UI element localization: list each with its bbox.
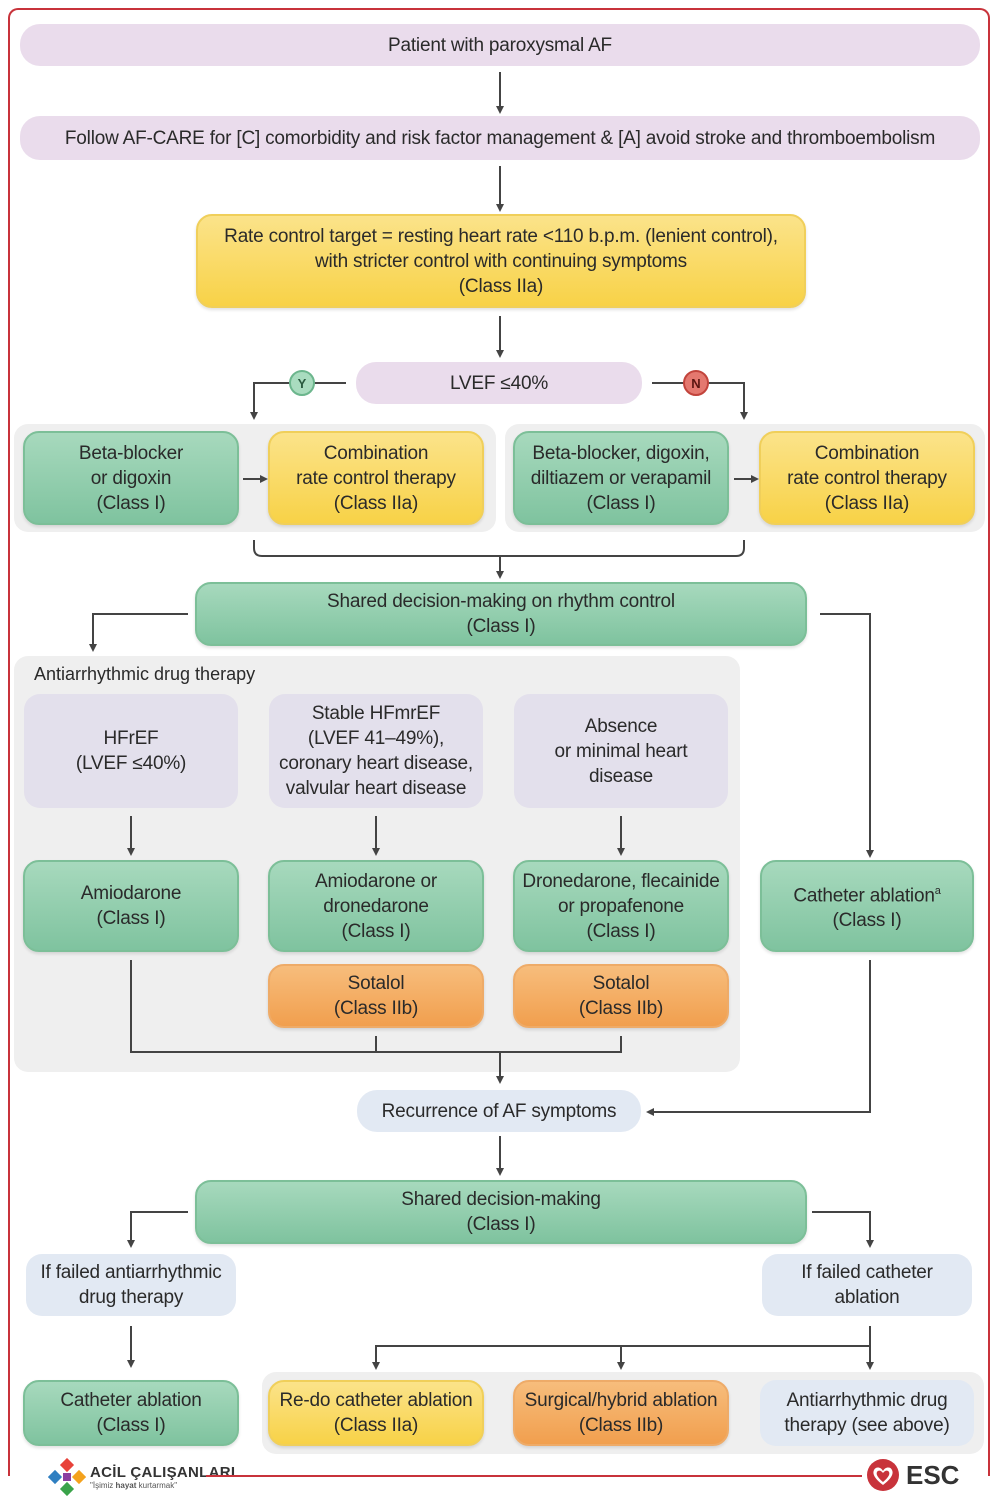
sotalol-right-box: Sotalol (Class IIb) <box>513 964 729 1028</box>
catheter-ablation-box: Catheter ablationa (Class I) <box>760 860 974 952</box>
dronedarone-flecainide-box: Dronedarone, flecainide or propafenone (… <box>513 860 729 952</box>
bottom-catheter-ablation-box: Catheter ablation (Class I) <box>23 1380 239 1446</box>
esc-logo: ESC <box>866 1458 959 1492</box>
redo-ablation-label: Re-do catheter ablation (Class IIa) <box>279 1390 473 1436</box>
acil-logo-text: ACİL ÇALIŞANLARI <box>90 1464 236 1481</box>
follow-af-care-box: Follow AF-CARE for [C] comorbidity and r… <box>20 116 980 160</box>
aad-see-above-box: Antiarrhythmic drug therapy (see above) <box>760 1380 974 1446</box>
hfmref-label: Stable HFmrEF (LVEF 41–49%), coronary he… <box>279 703 473 799</box>
esc-heart-icon <box>867 1459 899 1491</box>
shared-decision-label: Shared decision-making (Class I) <box>401 1189 601 1235</box>
patient-box: Patient with paroxysmal AF <box>20 24 980 66</box>
failed-ablation-label: If failed catheter ablation <box>801 1262 933 1308</box>
aad-see-above-label: Antiarrhythmic drug therapy (see above) <box>784 1390 950 1436</box>
catheter-ablation-label: Catheter ablation <box>793 885 935 907</box>
amiodarone-label: Amiodarone (Class I) <box>80 883 182 929</box>
recurrence-box: Recurrence of AF symptoms <box>357 1090 641 1132</box>
combination-rate-left-label: Combination rate control therapy (Class … <box>296 442 456 514</box>
recurrence-label: Recurrence of AF symptoms <box>381 1100 617 1122</box>
no-badge: N <box>683 370 709 396</box>
follow-af-care-label: Follow AF-CARE for [C] comorbidity and r… <box>64 127 936 149</box>
failed-ablation-box: If failed catheter ablation <box>762 1254 972 1316</box>
hfref-box: HFrEF (LVEF ≤40%) <box>24 694 238 808</box>
tagline-pre: "İşimiz <box>90 1481 116 1490</box>
beta-blocker-digoxin-label: Beta-blocker or digoxin (Class I) <box>78 442 184 514</box>
yes-badge: Y <box>289 370 315 396</box>
tagline-post: kurtarmak" <box>136 1481 178 1490</box>
catheter-ablation-superscript: a <box>934 884 941 897</box>
acil-calisanlari-logo: ACİL ÇALIŞANLARI "İşimiz hayat kurtarmak… <box>48 1458 235 1496</box>
no-heart-disease-box: Absence or minimal heart disease <box>514 694 728 808</box>
dronedarone-flecainide-label: Dronedarone, flecainide or propafenone (… <box>522 870 720 942</box>
sotalol-middle-box: Sotalol (Class IIb) <box>268 964 484 1028</box>
surgical-ablation-box: Surgical/hybrid ablation (Class IIb) <box>513 1380 729 1446</box>
lvef-label: LVEF ≤40% <box>449 372 549 394</box>
catheter-ablation-class: (Class I) <box>832 910 902 932</box>
catheter-ablation-text: Catheter ablationa (Class I) <box>793 879 940 933</box>
combination-rate-left-box: Combination rate control therapy (Class … <box>268 431 484 525</box>
sotalol-middle-label: Sotalol (Class IIb) <box>333 973 419 1019</box>
beta-blocker-digoxin-box: Beta-blocker or digoxin (Class I) <box>23 431 239 525</box>
yes-label: Y <box>297 375 307 391</box>
failed-aad-box: If failed antiarrhythmic drug therapy <box>26 1254 236 1316</box>
failed-aad-label: If failed antiarrhythmic drug therapy <box>40 1262 222 1308</box>
amiodarone-dronedarone-label: Amiodarone or dronedarone (Class I) <box>314 870 438 942</box>
esc-logo-text: ESC <box>906 1459 960 1490</box>
tagline-bold: hayat <box>115 1481 137 1490</box>
amiodarone-box: Amiodarone (Class I) <box>23 860 239 952</box>
aad-panel-title: Antiarrhythmic drug therapy <box>34 664 256 684</box>
amiodarone-dronedarone-box: Amiodarone or dronedarone (Class I) <box>268 860 484 952</box>
shared-decision-rhythm-box: Shared decision-making on rhythm control… <box>195 582 807 646</box>
acil-logo-tagline: "İşimiz hayat kurtarmak" <box>90 1481 235 1490</box>
combination-rate-right-box: Combination rate control therapy (Class … <box>759 431 975 525</box>
sotalol-right-label: Sotalol (Class IIb) <box>578 973 664 1019</box>
beta-blocker-diltiazem-box: Beta-blocker, digoxin, diltiazem or vera… <box>513 431 729 525</box>
acil-logo-icon <box>48 1458 86 1496</box>
combination-rate-right-label: Combination rate control therapy (Class … <box>787 442 947 514</box>
no-label: N <box>691 375 701 391</box>
lvef-box: LVEF ≤40% <box>356 362 642 404</box>
beta-blocker-diltiazem-label: Beta-blocker, digoxin, diltiazem or vera… <box>530 442 712 514</box>
bottom-catheter-ablation-label: Catheter ablation (Class I) <box>60 1390 202 1436</box>
patient-label: Patient with paroxysmal AF <box>388 34 612 56</box>
redo-ablation-box: Re-do catheter ablation (Class IIa) <box>268 1380 484 1446</box>
rate-control-target-label: Rate control target = resting heart rate… <box>224 225 778 297</box>
surgical-ablation-label: Surgical/hybrid ablation (Class IIb) <box>524 1390 718 1436</box>
outer-frame <box>8 8 990 1476</box>
hfmref-box: Stable HFmrEF (LVEF 41–49%), coronary he… <box>269 694 483 808</box>
hfref-label: HFrEF (LVEF ≤40%) <box>75 728 187 774</box>
shared-decision-box: Shared decision-making (Class I) <box>195 1180 807 1244</box>
rate-control-target-box: Rate control target = resting heart rate… <box>196 214 806 308</box>
shared-decision-rhythm-label: Shared decision-making on rhythm control… <box>327 591 675 637</box>
no-heart-disease-label: Absence or minimal heart disease <box>554 715 688 787</box>
